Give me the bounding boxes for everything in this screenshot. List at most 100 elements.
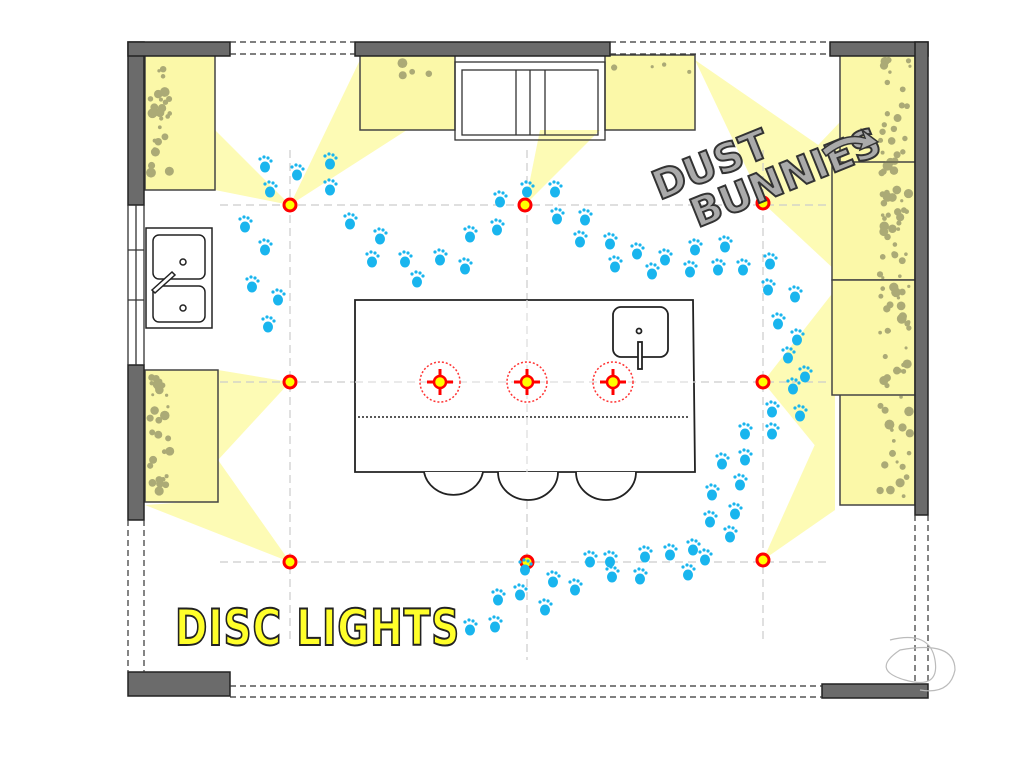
footprint-icon <box>738 422 753 440</box>
footprint-icon <box>630 242 645 260</box>
light-cones <box>145 60 880 562</box>
island <box>354 299 696 501</box>
light-cone <box>763 290 835 470</box>
cabinet-left-top <box>144 54 216 191</box>
footprint-icon <box>645 262 660 280</box>
footprint-icon <box>493 190 508 208</box>
footprint-icon <box>688 238 703 256</box>
footprint-icon <box>261 315 276 333</box>
footprint-icon <box>398 250 413 268</box>
footprint-icon <box>703 510 718 528</box>
pendant-light-icon <box>592 361 634 403</box>
footprint-icon <box>698 548 713 566</box>
footprint-icon <box>705 483 720 501</box>
footprint-icon <box>663 543 678 561</box>
footprint-icon <box>583 550 598 568</box>
footprint-icon <box>458 257 473 275</box>
footprint-icon <box>658 248 673 266</box>
dashed-openings <box>127 41 929 698</box>
disc-light-icon <box>282 374 298 390</box>
footprint-icon <box>733 473 748 491</box>
footprint-icon <box>550 207 565 225</box>
wall-left-top <box>127 41 145 206</box>
footprint-icon <box>608 255 623 273</box>
footprint-icon <box>271 288 286 306</box>
light-cone <box>145 460 290 562</box>
pendant-light-icon <box>506 361 548 403</box>
footprint-icon <box>718 235 733 253</box>
footprint-icon <box>603 232 618 250</box>
footprint-icon <box>548 180 563 198</box>
wall-left-bottom <box>127 364 145 521</box>
wall-bottom-right <box>821 683 929 699</box>
footprint-icon <box>723 525 738 543</box>
footprint-icon <box>323 178 338 196</box>
footprints <box>238 152 813 636</box>
walls <box>127 41 929 699</box>
footprint-icon <box>603 550 618 568</box>
cabinet-top-left <box>359 54 456 131</box>
footprint-icon <box>681 563 696 581</box>
footprint-icon <box>245 275 260 293</box>
footprint-icon <box>633 567 648 585</box>
footprint-icon <box>638 545 653 563</box>
footprint-icon <box>605 565 620 583</box>
footprint-icon <box>781 346 796 364</box>
footprint-icon <box>290 163 305 181</box>
light-cone <box>525 130 600 205</box>
cabinet-right-unit-2 <box>831 279 916 396</box>
wall-bottom-left <box>127 671 231 697</box>
footprint-icon <box>715 452 730 470</box>
footprint-icon <box>433 248 448 266</box>
footprint-icon <box>238 215 253 233</box>
footprint-icon <box>736 258 751 276</box>
disc-light-icon <box>282 197 298 213</box>
cabinet-top-right <box>604 54 696 131</box>
footprint-icon <box>546 570 561 588</box>
footprint-icon <box>711 258 726 276</box>
light-cone <box>763 400 835 560</box>
footprint-icon <box>520 180 535 198</box>
footprint-icon <box>538 598 553 616</box>
cabinets <box>144 54 916 506</box>
disc-light-icon <box>755 552 771 568</box>
pendant-light-icon <box>419 361 461 403</box>
wall-top-center <box>354 41 611 57</box>
footprint-icon <box>786 377 801 395</box>
footprint-icon <box>683 260 698 278</box>
sink-icon <box>145 227 213 329</box>
footprint-icon <box>518 558 533 576</box>
footprint-icon <box>263 180 278 198</box>
footprint-icon <box>728 502 743 520</box>
footprint-icon <box>488 615 503 633</box>
footprint-icon <box>373 227 388 245</box>
footprint-icon <box>738 448 753 466</box>
wall-top-left <box>127 41 231 57</box>
light-cone <box>218 370 290 460</box>
footprint-icon <box>513 583 528 601</box>
arrow-icon <box>820 127 880 158</box>
footprint-icon <box>410 270 425 288</box>
footprint-icon <box>463 618 478 636</box>
signature-mark <box>885 636 956 692</box>
footprint-icon <box>686 538 701 556</box>
footprint-icon <box>463 225 478 243</box>
footprint-icon <box>765 400 780 418</box>
footprint-icon <box>765 422 780 440</box>
footprint-icon <box>323 152 338 170</box>
wall-top-right <box>829 41 929 57</box>
footprint-icon <box>771 312 786 330</box>
footprint-icon <box>788 285 803 303</box>
disc-light-icon <box>755 374 771 390</box>
footprint-icon <box>578 208 593 226</box>
disc-light-icon <box>517 197 533 213</box>
footprint-icon <box>798 365 813 383</box>
footprint-icon <box>491 588 506 606</box>
footprint-icon <box>258 155 273 173</box>
dust-bunnies <box>146 56 914 499</box>
disc-lights-label: DISC LIGHTS <box>175 599 460 657</box>
footprint-icon <box>365 250 380 268</box>
footprint-icon <box>343 212 358 230</box>
footprint-icon <box>573 230 588 248</box>
